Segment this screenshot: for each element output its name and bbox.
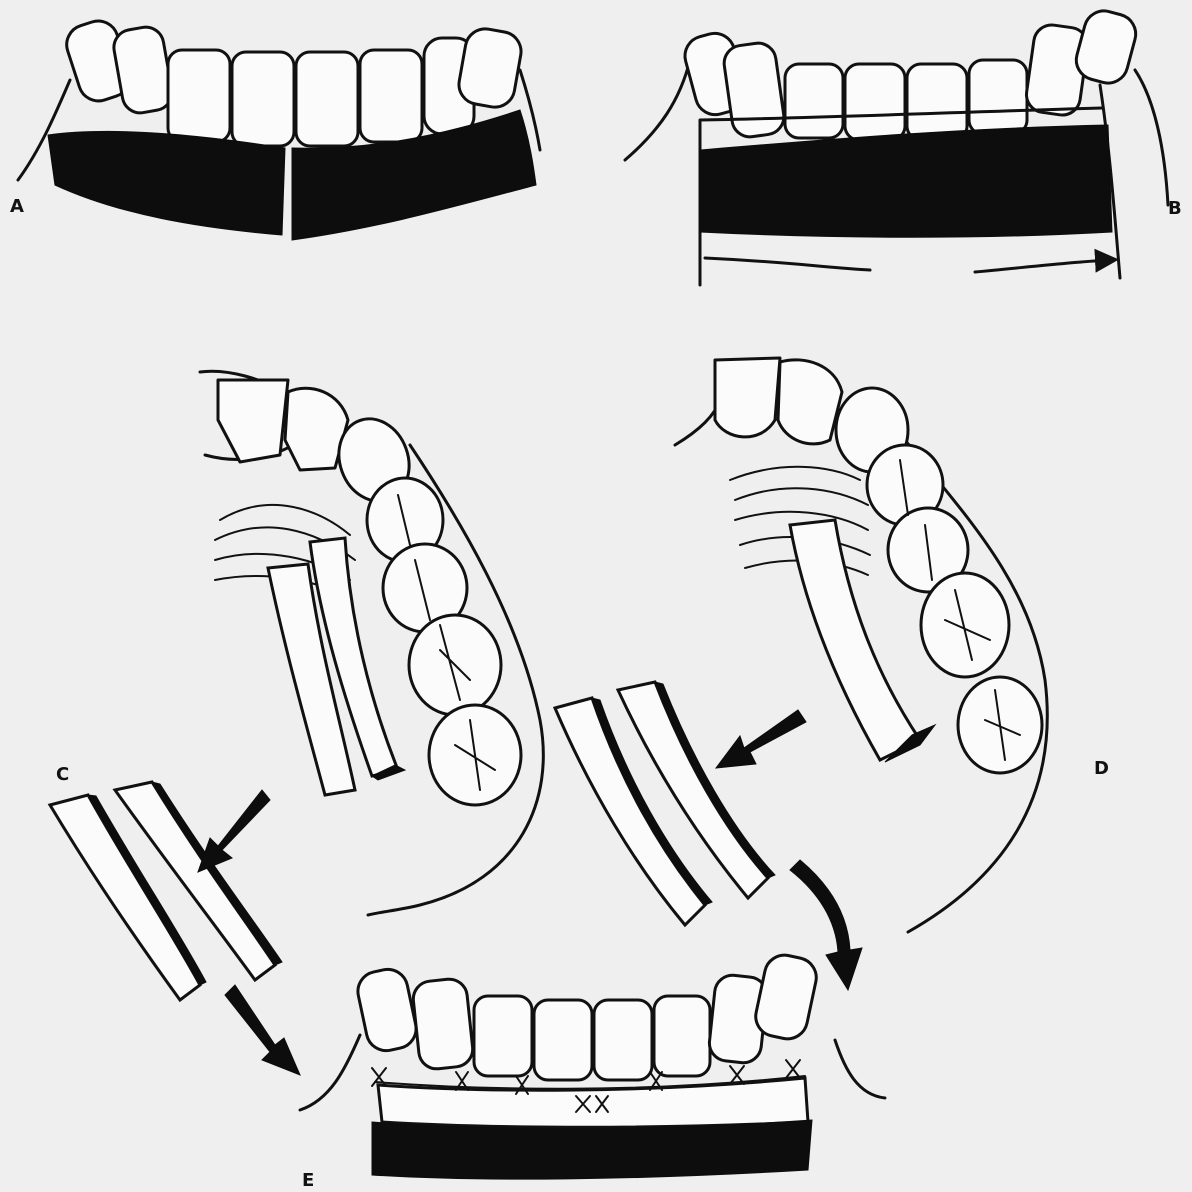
- panel-c-label: C: [56, 764, 69, 785]
- panel-c: C: [50, 371, 543, 1000]
- tooth: [360, 50, 422, 142]
- tooth: [921, 573, 1009, 677]
- tooth: [412, 977, 475, 1070]
- panel-e-label: E: [302, 1170, 314, 1191]
- panel-a-label: A: [10, 196, 24, 217]
- tooth: [654, 996, 710, 1076]
- panel-a-teeth: [62, 16, 525, 146]
- panel-b-recipient-bed: [700, 125, 1112, 237]
- arrow-c-to-e: [225, 985, 300, 1075]
- tooth: [907, 64, 967, 140]
- tooth: [296, 52, 358, 146]
- tooth: [1072, 6, 1140, 87]
- panel-d: D: [555, 358, 1109, 932]
- tooth: [715, 358, 780, 437]
- tooth: [111, 24, 175, 115]
- panel-d-arrow-to-strips: [716, 710, 806, 768]
- tooth: [785, 64, 843, 138]
- panel-e: E: [300, 951, 885, 1191]
- tooth: [778, 360, 842, 444]
- panel-b: B: [625, 6, 1182, 285]
- tooth: [168, 50, 230, 142]
- panel-d-harvested-strips: [555, 682, 775, 925]
- tooth: [594, 1000, 652, 1080]
- tooth: [752, 951, 820, 1042]
- tooth: [474, 996, 532, 1076]
- tooth: [722, 41, 786, 139]
- tooth: [534, 1000, 592, 1080]
- suture: [786, 1060, 800, 1078]
- panel-b-lower-band: [705, 258, 1110, 272]
- tooth: [232, 52, 294, 146]
- panel-c-arrow-down: [198, 790, 270, 872]
- panel-e-teeth: [354, 951, 820, 1080]
- tooth: [969, 60, 1027, 134]
- panel-d-label: D: [1094, 758, 1109, 779]
- tooth: [354, 966, 420, 1055]
- tooth: [845, 64, 905, 140]
- tooth: [456, 26, 524, 111]
- panel-a: A: [10, 16, 540, 240]
- tooth: [218, 380, 288, 462]
- panel-b-label: B: [1168, 198, 1182, 219]
- panel-a-defect-left: [48, 131, 285, 235]
- panel-e-graft-base: [372, 1120, 812, 1179]
